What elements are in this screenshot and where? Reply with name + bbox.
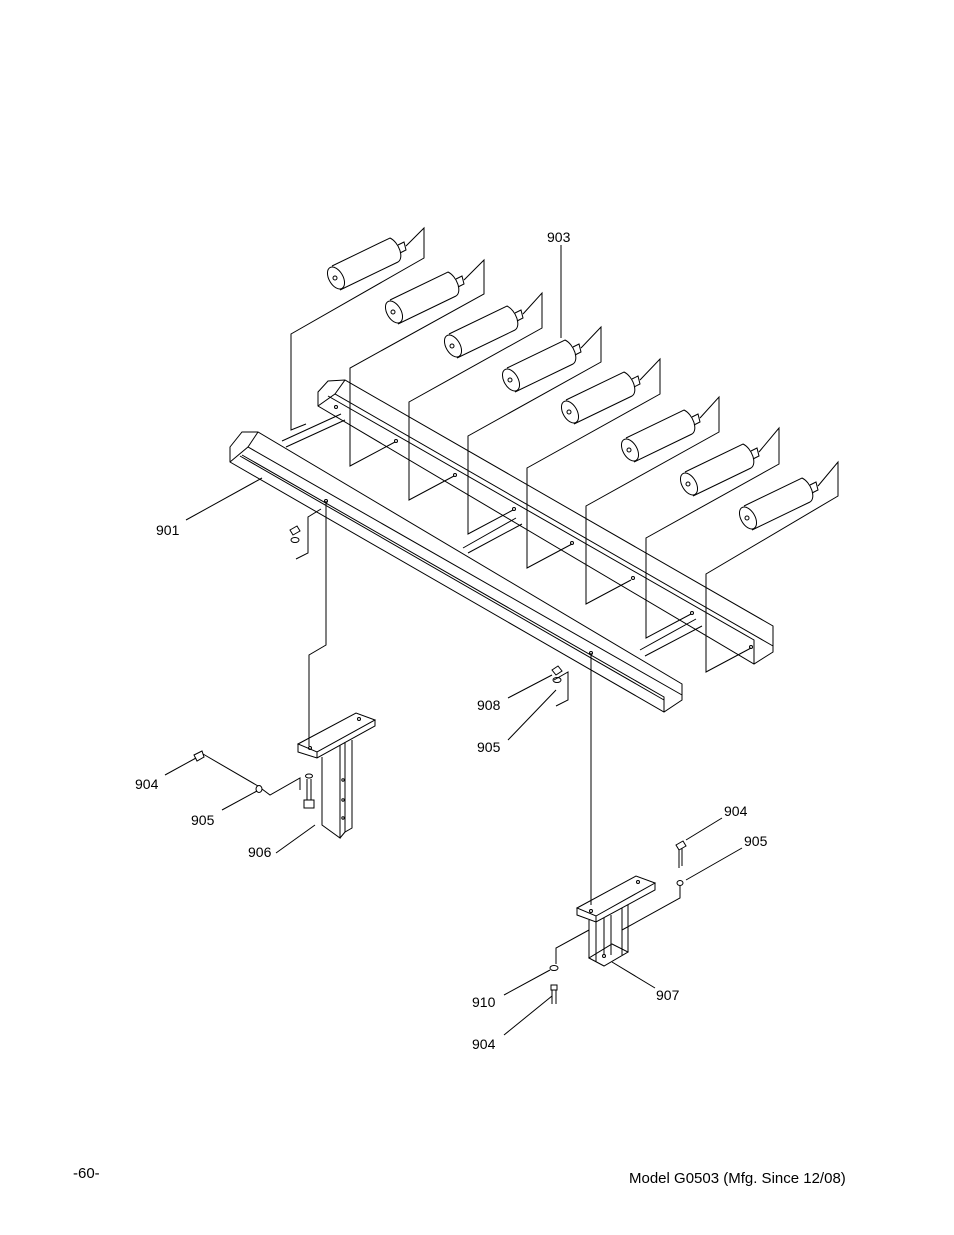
cross-braces — [281, 413, 703, 657]
callout-905-center: 905 — [477, 739, 501, 755]
callout-904-left: 904 — [135, 776, 159, 792]
guide-line-front-bolt — [295, 508, 322, 560]
washer-910 — [549, 965, 559, 971]
bolt-904-left — [193, 750, 259, 787]
roller-2 — [349, 258, 485, 467]
callout-907: 907 — [656, 987, 680, 1003]
bolt-908 — [551, 665, 563, 683]
callout-908: 908 — [477, 697, 501, 713]
leader-lines — [164, 245, 743, 1036]
front-rail — [229, 431, 683, 713]
bolt-left-small — [289, 525, 301, 543]
roller-3 — [408, 291, 543, 501]
guide-line-upper-right-bolt — [621, 886, 681, 931]
guide-line-908 — [553, 671, 569, 707]
roller-5 — [526, 357, 661, 569]
page-number: -60- — [73, 1165, 100, 1182]
roller-6 — [585, 395, 720, 605]
bolt-904-lower — [550, 984, 558, 1004]
callout-910: 910 — [472, 994, 496, 1010]
callout-906: 906 — [248, 844, 272, 860]
guide-line-left-leg — [308, 501, 327, 746]
callout-901: 901 — [156, 522, 180, 538]
bolt-under-left-leg — [303, 773, 315, 809]
callout-903: 903 — [547, 229, 571, 245]
guide-line-lower-bolt — [555, 929, 590, 964]
roller-7 — [645, 426, 780, 639]
roller-4 — [467, 325, 602, 535]
roller-1 — [290, 226, 425, 431]
bolt-904-upper-right — [675, 840, 687, 868]
rear-rail — [317, 379, 774, 665]
model-footer: Model G0503 (Mfg. Since 12/08) — [629, 1170, 846, 1187]
leg-906 — [296, 712, 377, 839]
roller-8 — [705, 460, 839, 673]
callout-904-right: 904 — [724, 803, 748, 819]
callout-905-left: 905 — [191, 812, 215, 828]
washer-905-right — [676, 880, 684, 886]
leg-907 — [575, 875, 657, 967]
callout-905-right: 905 — [744, 833, 768, 849]
guide-line-left-bolt — [261, 777, 301, 796]
callout-904-bottom: 904 — [472, 1036, 496, 1052]
